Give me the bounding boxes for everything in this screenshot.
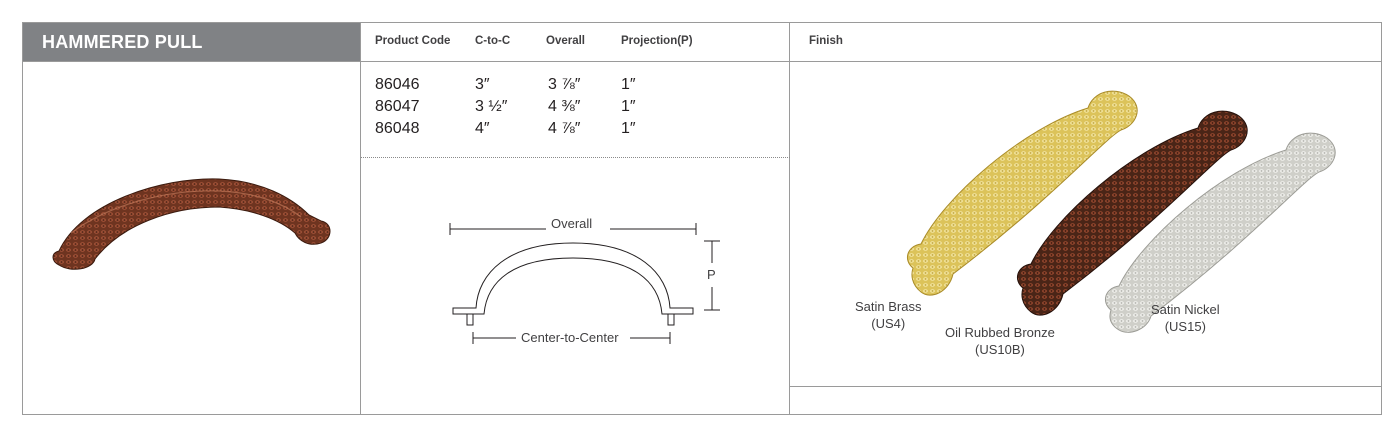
- c-to-c-value: 3 ½″: [475, 98, 508, 115]
- finish-name: Satin Nickel: [1151, 302, 1220, 317]
- col-finish: Finish: [809, 35, 843, 47]
- product-code: 86047: [375, 98, 420, 115]
- projection-value: 1″: [621, 76, 636, 93]
- finish-name: Satin Brass: [855, 299, 922, 314]
- finish-bottom-divider: [790, 386, 1381, 387]
- product-code: 86048: [375, 120, 420, 137]
- c-to-c-value: 4″: [475, 120, 490, 137]
- col-overall: Overall: [546, 35, 585, 47]
- overall-value: 4 ⅜″: [548, 98, 581, 115]
- product-code: 86046: [375, 76, 420, 93]
- finish-code: (US15): [1164, 319, 1206, 334]
- finish-code: (US4): [871, 316, 906, 331]
- product-spec-sheet: HAMMERED PULL Product Code C-to-C Overal…: [22, 22, 1382, 415]
- finish-label-satin-brass: Satin Brass (US4): [855, 298, 921, 332]
- finish-code: (US10B): [974, 342, 1025, 357]
- col-c-to-c: C-to-C: [475, 35, 511, 47]
- overall-value: 3 ⅞″: [548, 76, 581, 93]
- col-projection: Projection(P): [621, 35, 693, 47]
- product-title: HAMMERED PULL: [23, 23, 360, 61]
- overall-label: Overall: [551, 216, 593, 231]
- finish-name: Oil Rubbed Bronze: [945, 325, 1055, 340]
- projection-label: P: [707, 267, 716, 282]
- col-product-code: Product Code: [375, 35, 451, 47]
- finish-images: [906, 90, 1336, 333]
- projection-value: 1″: [621, 98, 636, 115]
- projection-value: 1″: [621, 120, 636, 137]
- center-to-center-label: Center-to-Center: [521, 330, 619, 345]
- satin-brass-pull: [906, 90, 1138, 296]
- dimension-diagram: [449, 223, 720, 344]
- oil-rubbed-bronze-pull: [1016, 110, 1248, 316]
- divider-left: [360, 23, 361, 414]
- finish-label-oil-rubbed-bronze: Oil Rubbed Bronze (US10B): [945, 324, 1055, 358]
- finish-label-satin-nickel: Satin Nickel (US15): [1151, 301, 1220, 335]
- divider-right: [789, 23, 790, 414]
- satin-nickel-pull: [1104, 132, 1336, 333]
- overall-value: 4 ⅞″: [548, 120, 581, 137]
- spec-dotted-divider: [361, 157, 790, 158]
- header-divider: [23, 61, 1381, 62]
- c-to-c-value: 3″: [475, 76, 490, 93]
- hammered-pull-image: [52, 178, 331, 270]
